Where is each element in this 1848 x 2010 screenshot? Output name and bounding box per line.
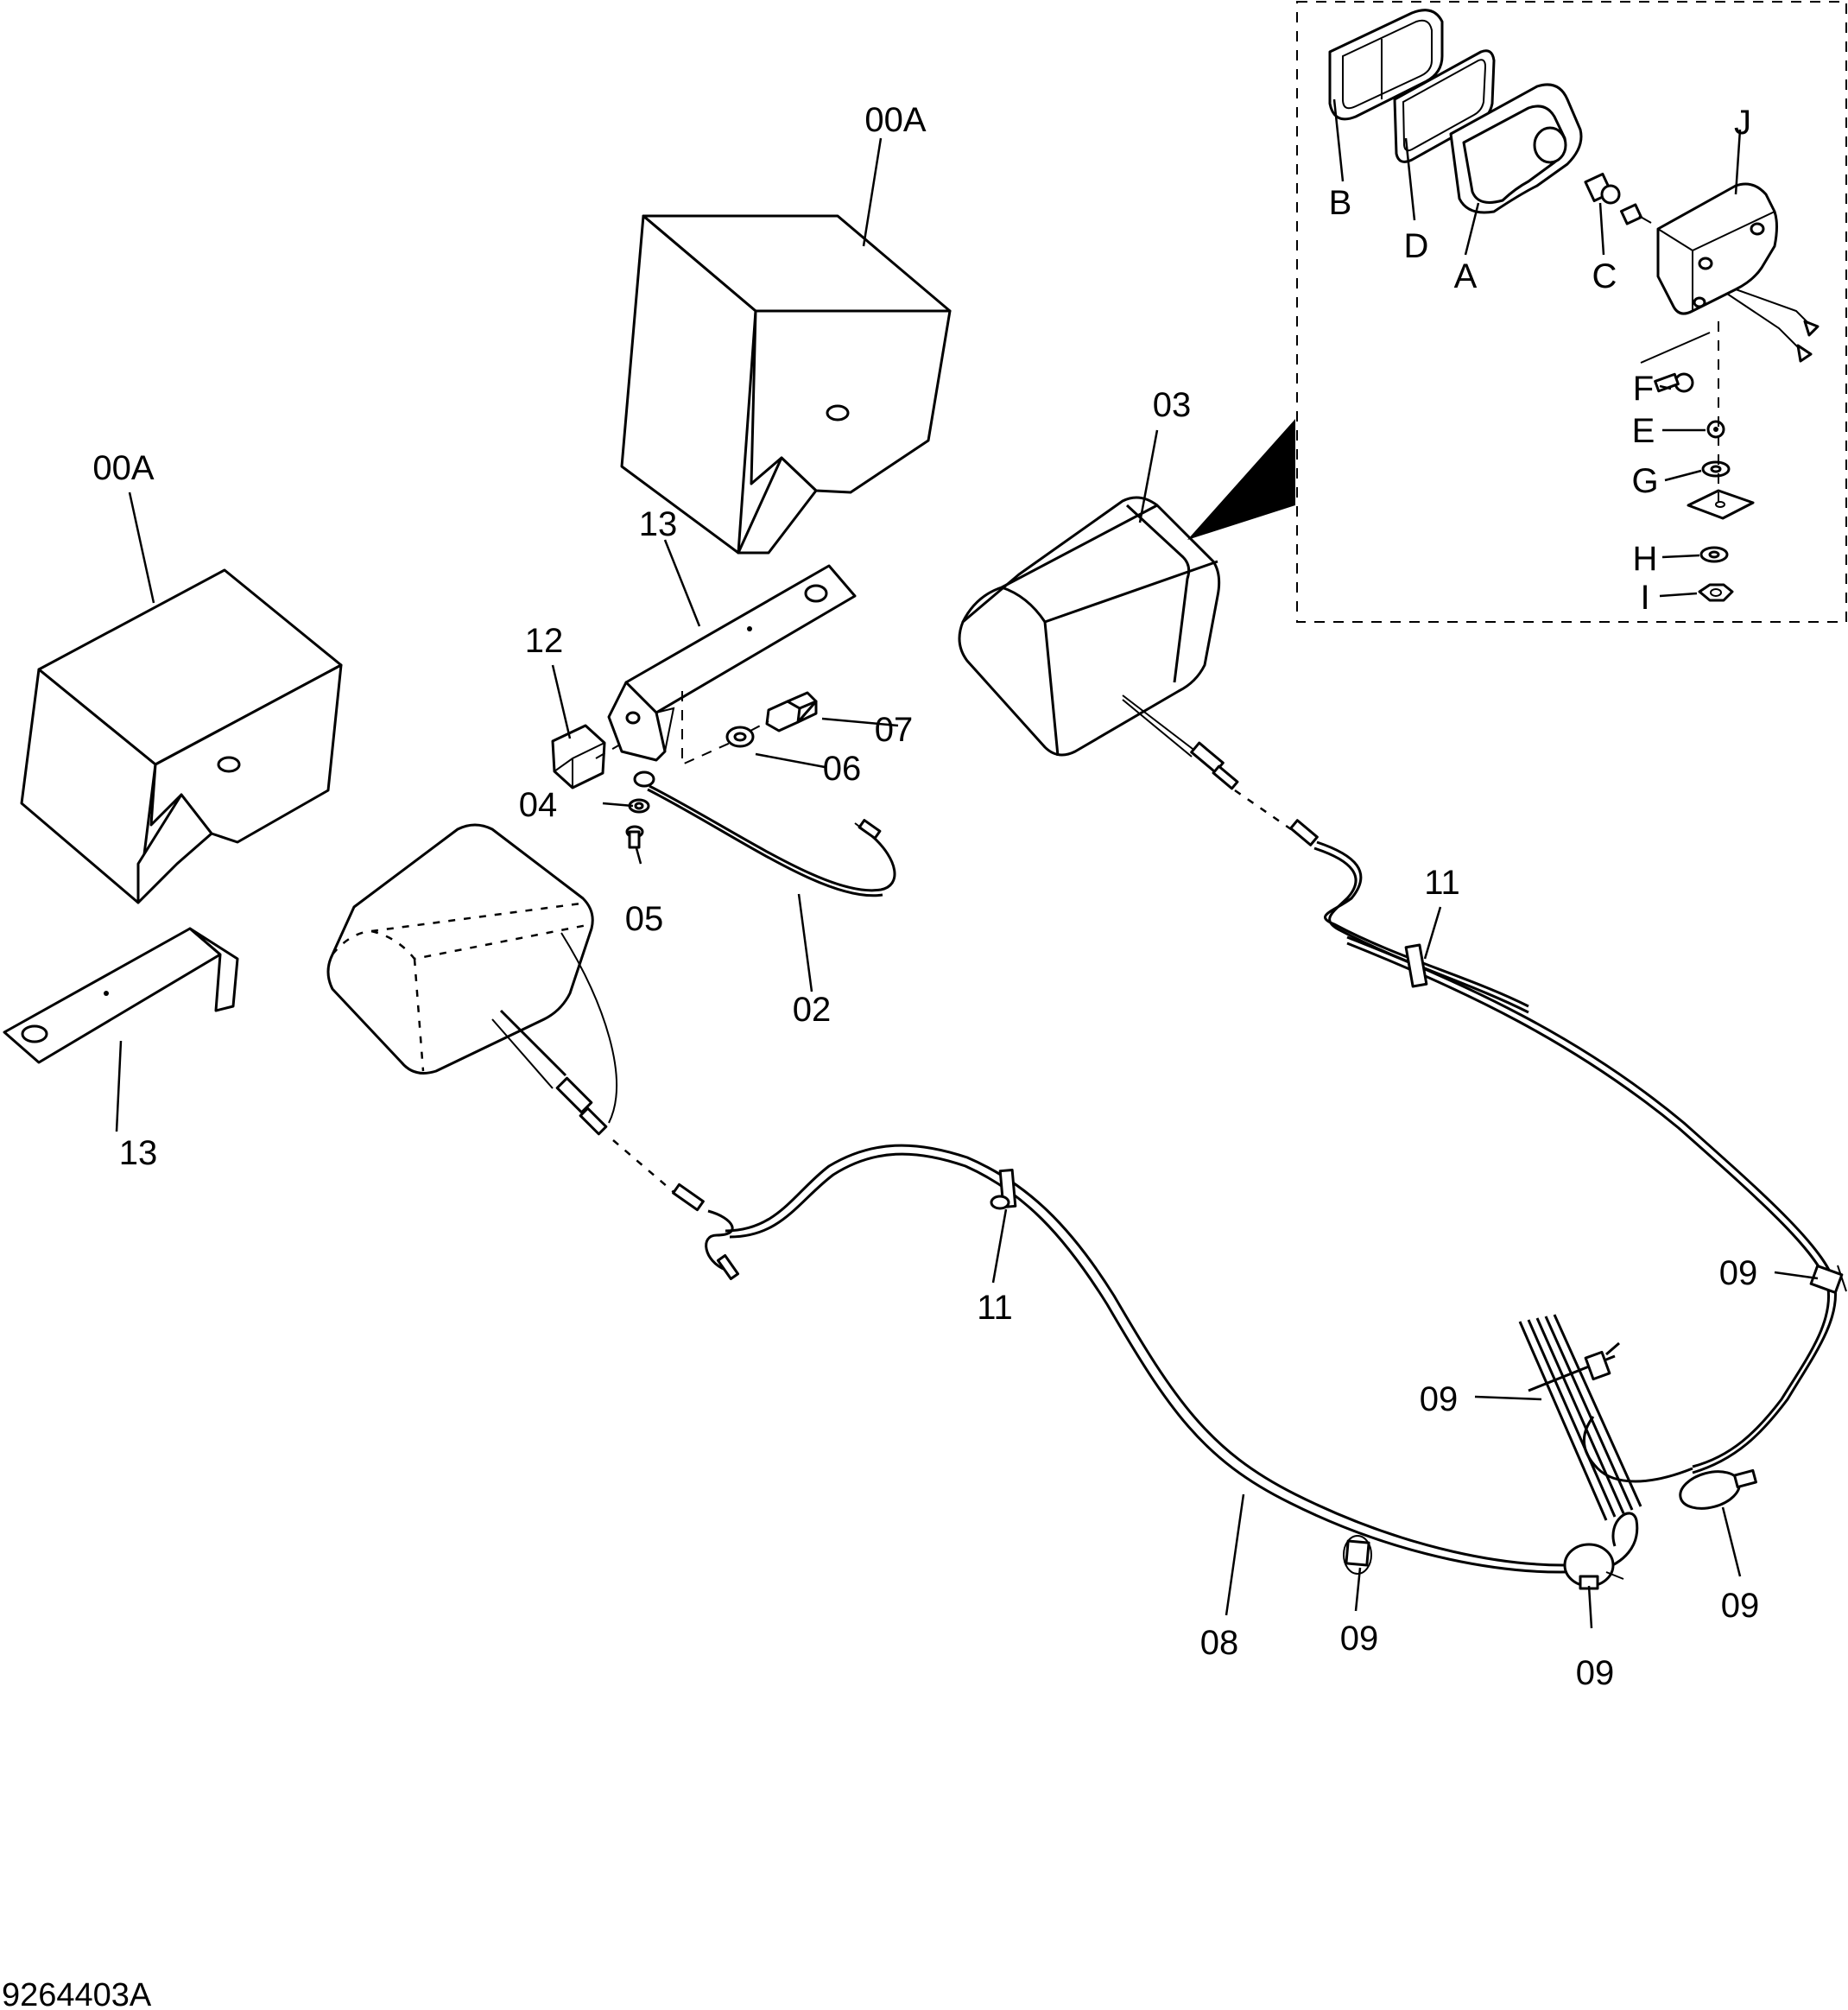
wire-bundle <box>1518 1314 1642 1521</box>
inset-part-f <box>1654 372 1694 393</box>
inset-part-e <box>1706 420 1725 439</box>
tie-09-d <box>1343 1535 1372 1575</box>
washer-04 <box>628 798 650 814</box>
harness-08 <box>725 935 1838 1574</box>
label-inset-d: D <box>1404 227 1429 265</box>
label-inset-f: F <box>1633 370 1654 408</box>
label-inset-a: A <box>1454 257 1478 295</box>
label-cable-02: 02 <box>793 991 832 1029</box>
label-tie-09-c: 09 <box>1721 1587 1760 1625</box>
lamp-03 <box>958 496 1529 1014</box>
inset-part-a <box>1449 83 1583 214</box>
inset-detail <box>1187 1 1847 623</box>
nut-12 <box>551 724 606 789</box>
label-harness-08: 08 <box>1200 1624 1239 1662</box>
inset-part-g <box>1701 460 1731 478</box>
drawing-number: 9264403A <box>2 1977 152 2010</box>
inset-part-h <box>1699 546 1729 563</box>
inset-part-i <box>1698 583 1734 602</box>
label-inset-j: J <box>1734 104 1751 142</box>
inset-part-c <box>1584 172 1652 225</box>
leader-lines <box>115 98 1819 1629</box>
tie-09-e <box>1563 1543 1624 1590</box>
clip-11-mid <box>990 1168 1017 1210</box>
label-lamp-03: 03 <box>1153 386 1192 424</box>
label-cover-top: 00A <box>864 101 926 139</box>
label-tie-09-a: 09 <box>1719 1254 1758 1292</box>
label-screw-05: 05 <box>625 900 664 938</box>
cover-left <box>20 568 343 904</box>
label-clip-11-top: 11 <box>1424 864 1460 902</box>
bracket-top <box>607 564 857 762</box>
label-cover-left: 00A <box>92 449 154 487</box>
bracket-left <box>3 927 239 1064</box>
label-inset-i: I <box>1640 579 1649 617</box>
label-clip-11-mid: 11 <box>977 1289 1013 1327</box>
inset-part-j <box>1656 182 1820 363</box>
tie-09-a <box>1809 1265 1847 1294</box>
label-inset-b: B <box>1329 184 1352 222</box>
label-tie-09-d: 09 <box>1340 1620 1379 1658</box>
lamp-left <box>326 823 740 1281</box>
label-washer-06: 06 <box>823 750 862 788</box>
clip-11-top <box>1404 943 1428 988</box>
label-tie-09-e: 09 <box>1576 1654 1615 1692</box>
inset-pointer <box>1187 419 1295 540</box>
label-bolt-07: 07 <box>875 711 914 749</box>
tie-09-b <box>1528 1341 1620 1392</box>
label-inset-c: C <box>1592 257 1617 295</box>
label-nut-12: 12 <box>525 622 564 660</box>
tie-09-c <box>1679 1468 1757 1510</box>
label-inset-e: E <box>1632 412 1655 450</box>
label-bracket-left: 13 <box>119 1134 158 1172</box>
washer-06 <box>725 726 755 748</box>
cover-top <box>620 214 952 555</box>
label-inset-g: G <box>1631 462 1658 500</box>
callout-labels: 00A 00A 13 13 12 04 05 06 07 02 03 11 11… <box>92 101 1759 1692</box>
screw-05 <box>625 825 644 849</box>
label-washer-04: 04 <box>519 786 558 824</box>
inset-plate <box>1687 489 1755 520</box>
label-inset-h: H <box>1633 540 1658 578</box>
cable-02 <box>633 770 896 897</box>
label-tie-09-b: 09 <box>1420 1380 1459 1418</box>
inset-part-b <box>1328 9 1444 121</box>
bolt-07 <box>765 691 818 732</box>
label-bracket-top: 13 <box>639 505 678 543</box>
assembly-dashed-lines <box>595 691 769 766</box>
